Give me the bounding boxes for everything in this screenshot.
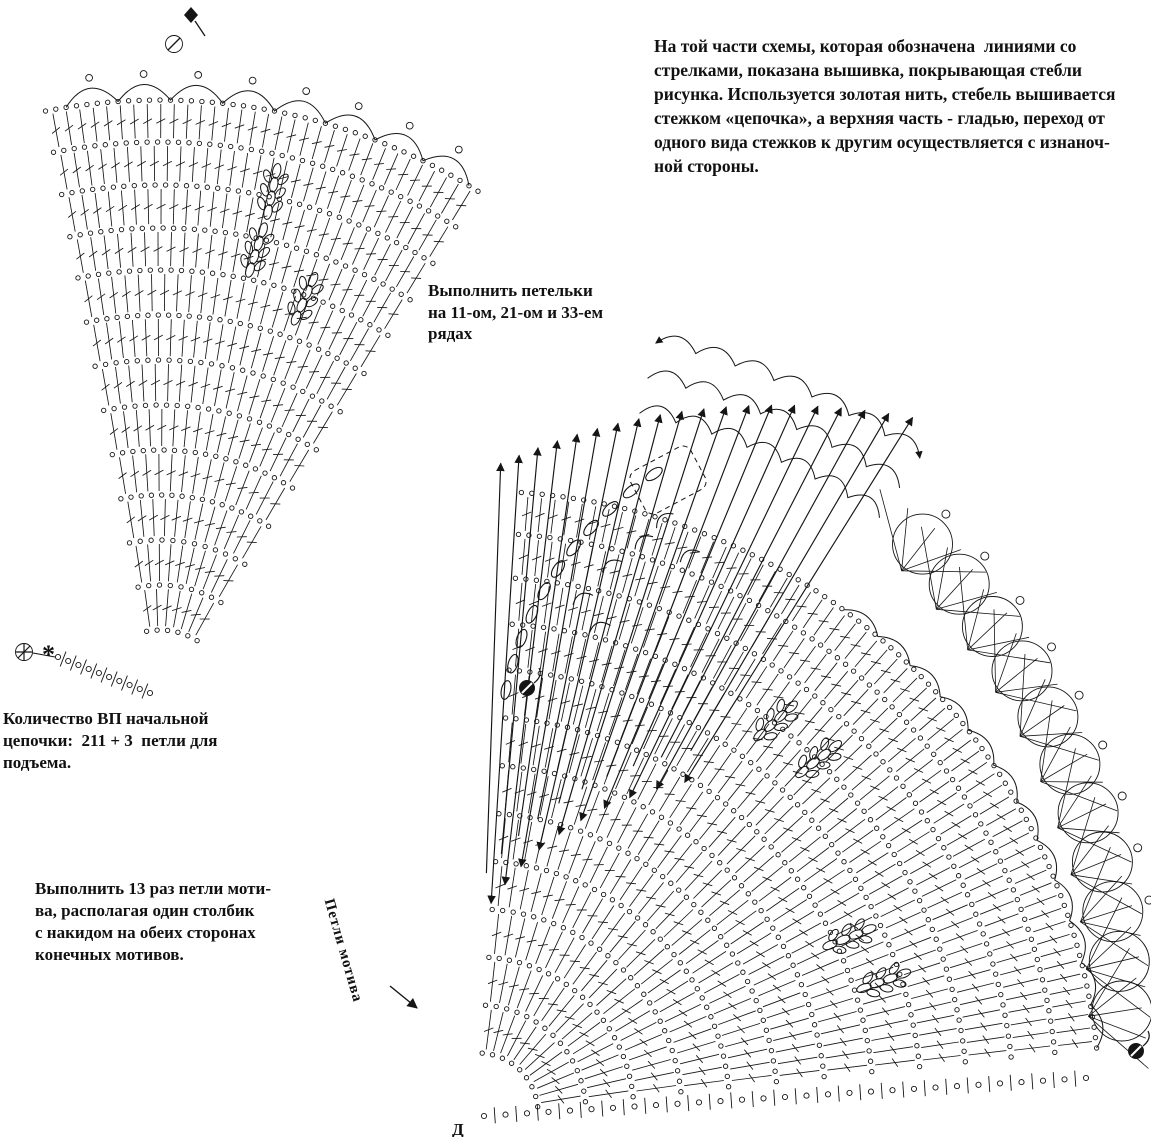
foundation-chain-note: Количество ВП начальной цепочки: 211 + 3… bbox=[3, 709, 218, 772]
bottom-letter-marker: Д bbox=[452, 1120, 464, 1137]
embroidery-note: На той части схемы, которая обозначена л… bbox=[654, 36, 1116, 176]
loops-note: Выполнить петельки на 11-ом, 21-ом и 33-… bbox=[428, 281, 604, 343]
start-asterisk-marker: * bbox=[42, 640, 55, 669]
left-fan-chart bbox=[42, 70, 481, 699]
top-wavy-edge bbox=[639, 335, 923, 518]
right-fan-chart bbox=[479, 489, 1151, 1124]
chart-markers bbox=[15, 7, 1150, 1059]
motif-repeat-note: Выполнить 13 раз петли моти- ва, распола… bbox=[35, 879, 271, 964]
chain-stitch-stem bbox=[500, 445, 707, 700]
embroidery-stem-arrows bbox=[485, 404, 913, 905]
